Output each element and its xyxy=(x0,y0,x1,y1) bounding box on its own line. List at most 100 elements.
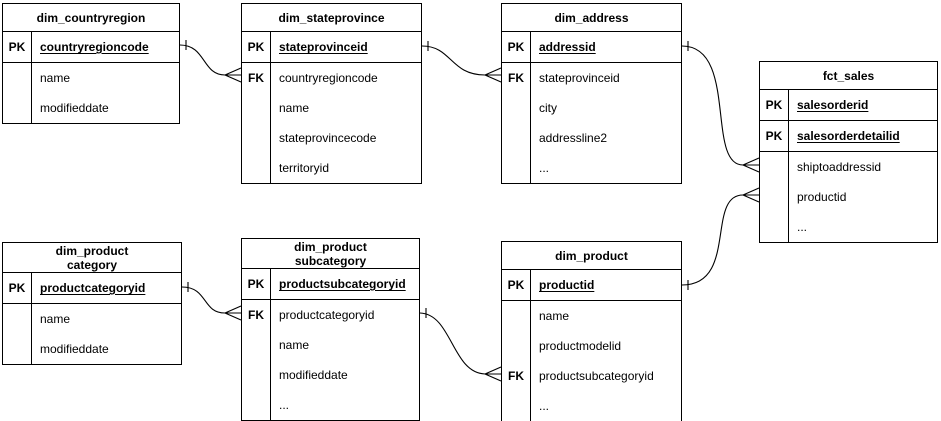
attribute-name: stateprovinceid xyxy=(539,71,620,85)
cardinality-many-crowsfoot xyxy=(484,366,502,382)
table-row[interactable]: name xyxy=(502,301,681,331)
attribute-name: stateprovincecode xyxy=(279,131,377,145)
table-row[interactable]: modifieddate xyxy=(242,360,419,390)
table-row[interactable]: PK productsubcategoryid xyxy=(242,269,419,300)
entity-title: dim_product category xyxy=(3,243,181,273)
cardinality-many-crowsfoot xyxy=(742,187,760,203)
key-label: PK xyxy=(502,270,531,300)
attribute-name: modifieddate xyxy=(40,101,109,115)
attribute-name: productsubcategoryid xyxy=(539,369,654,383)
attribute-name: addressid xyxy=(539,40,596,54)
attribute-name: productcategoryid xyxy=(279,308,375,322)
attribute-name: city xyxy=(539,101,557,115)
key-label xyxy=(242,330,271,360)
table-row[interactable]: ... xyxy=(242,390,419,420)
key-label: PK xyxy=(760,121,789,151)
entity-dim-stateprovince[interactable]: dim_stateprovince PK stateprovinceid FK … xyxy=(241,3,422,184)
entity-title: dim_product subcategory xyxy=(242,239,419,269)
entity-title: dim_countryregion xyxy=(3,4,179,32)
attribute-name: name xyxy=(539,309,570,323)
table-row[interactable]: PK productid xyxy=(502,270,681,301)
table-row[interactable]: addressline2 xyxy=(502,123,681,153)
attribute-name: productmodelid xyxy=(539,339,622,353)
table-row[interactable]: FK countryregioncode xyxy=(242,63,421,93)
entity-title: dim_stateprovince xyxy=(242,4,421,32)
relationship-subcategory-product[interactable] xyxy=(419,308,502,382)
attribute-name: salesorderid xyxy=(797,98,869,112)
key-label: FK xyxy=(242,63,271,93)
table-row[interactable]: modifieddate xyxy=(3,93,179,123)
table-row[interactable]: PK salesorderid xyxy=(760,90,937,121)
table-row[interactable]: PK addressid xyxy=(502,32,681,63)
table-row[interactable]: stateprovincecode xyxy=(242,123,421,153)
relationship-countryregion-stateprovince[interactable] xyxy=(179,40,242,83)
key-label xyxy=(502,331,531,361)
entity-dim-productsubcategory[interactable]: dim_product subcategory PK productsubcat… xyxy=(241,238,420,421)
entity-title: dim_product xyxy=(502,242,681,270)
key-label xyxy=(242,153,271,183)
table-row[interactable]: name xyxy=(3,63,179,93)
attribute-name: modifieddate xyxy=(40,342,109,356)
key-label xyxy=(3,334,32,364)
relationship-address-fctsales[interactable] xyxy=(681,41,760,173)
entity-fct-sales[interactable]: fct_sales PK salesorderid PK salesorderd… xyxy=(759,61,938,243)
table-row[interactable]: PK countryregioncode xyxy=(3,32,179,63)
table-row[interactable]: modifieddate xyxy=(3,334,181,364)
attribute-name: name xyxy=(40,71,71,85)
table-row[interactable]: shiptoaddressid xyxy=(760,152,937,182)
attribute-name: ... xyxy=(797,220,808,234)
key-label: FK xyxy=(242,300,271,330)
table-row[interactable]: territoryid xyxy=(242,153,421,183)
entity-title: fct_sales xyxy=(760,62,937,90)
table-row[interactable]: PK productcategoryid xyxy=(3,273,181,304)
table-row[interactable]: PK salesorderdetailid xyxy=(760,121,937,152)
key-label xyxy=(502,391,531,421)
key-label: PK xyxy=(242,269,271,299)
table-row[interactable]: name xyxy=(242,330,419,360)
entity-title: dim_address xyxy=(502,4,681,32)
table-row[interactable]: name xyxy=(242,93,421,123)
attribute-name: countryregioncode xyxy=(279,71,378,85)
relationship-stateprovince-address[interactable] xyxy=(421,41,502,83)
key-label xyxy=(242,93,271,123)
entity-dim-address[interactable]: dim_address PK addressid FK stateprovinc… xyxy=(501,3,682,184)
key-label xyxy=(502,153,531,183)
attribute-name: productsubcategoryid xyxy=(279,277,406,291)
table-row[interactable]: ... xyxy=(502,391,681,421)
key-label xyxy=(502,93,531,123)
key-label xyxy=(242,123,271,153)
entity-dim-product[interactable]: dim_product PK productid name productmod… xyxy=(501,241,682,421)
key-label xyxy=(3,63,32,93)
entity-dim-countryregion[interactable]: dim_countryregion PK countryregioncode n… xyxy=(2,3,180,124)
key-label xyxy=(3,93,32,123)
attribute-name: shiptoaddressid xyxy=(797,160,882,174)
key-label xyxy=(242,360,271,390)
table-row[interactable]: productmodelid xyxy=(502,331,681,361)
table-row[interactable]: ... xyxy=(760,212,937,242)
relationship-category-subcategory[interactable] xyxy=(181,282,242,321)
entity-dim-productcategory[interactable]: dim_product category PK productcategoryi… xyxy=(2,242,182,365)
table-row[interactable]: FK stateprovinceid xyxy=(502,63,681,93)
key-label: PK xyxy=(760,90,789,120)
key-label: PK xyxy=(502,32,531,62)
table-row[interactable]: FK productcategoryid xyxy=(242,300,419,330)
attribute-name: countryregioncode xyxy=(40,40,149,54)
table-row[interactable]: ... xyxy=(502,153,681,183)
table-row[interactable]: PK stateprovinceid xyxy=(242,32,421,63)
table-row[interactable]: FK productsubcategoryid xyxy=(502,361,681,391)
key-label: FK xyxy=(502,63,531,93)
attribute-name: salesorderdetailid xyxy=(797,129,900,143)
table-row[interactable]: productid xyxy=(760,182,937,212)
cardinality-many-crowsfoot xyxy=(224,305,242,321)
attribute-name: modifieddate xyxy=(279,368,348,382)
cardinality-many-crowsfoot xyxy=(742,157,760,173)
relationship-product-fctsales[interactable] xyxy=(681,187,760,290)
attribute-name: ... xyxy=(539,161,550,175)
attribute-name: productid xyxy=(797,190,847,204)
attribute-name: productid xyxy=(539,278,595,292)
attribute-name: ... xyxy=(539,399,550,413)
table-row[interactable]: city xyxy=(502,93,681,123)
key-label: PK xyxy=(3,273,32,303)
table-row[interactable]: name xyxy=(3,304,181,334)
